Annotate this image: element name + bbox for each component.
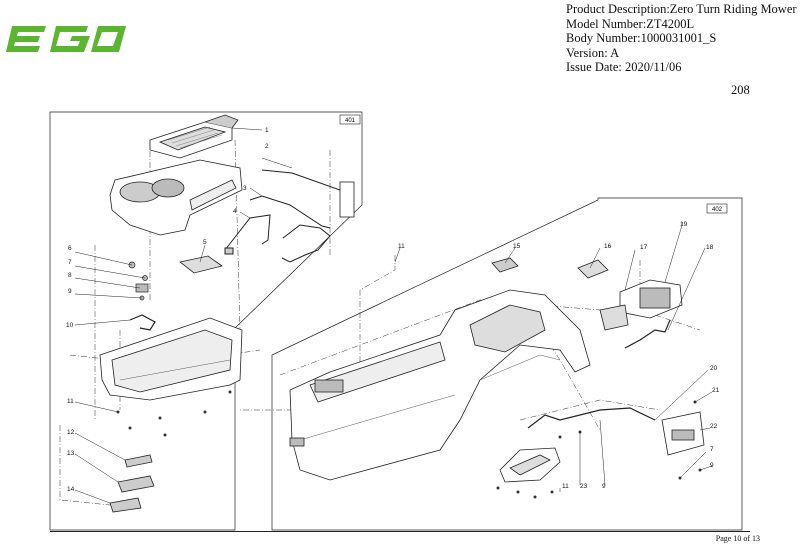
callout-16: 16 (604, 243, 612, 250)
svg-text:401: 401 (345, 118, 356, 124)
product-description: Product Description:Zero Turn Riding Mow… (566, 2, 797, 16)
callout-3: 3 (243, 185, 247, 192)
callout-7: 7 (68, 259, 72, 266)
assembly-402-frame (271, 197, 743, 531)
callout-8: 8 (68, 272, 72, 279)
callout-13: 13 (67, 450, 75, 457)
callout-9-right: 9 (710, 462, 714, 469)
part-23-bracket (499, 447, 561, 483)
part-tray-housing (99, 317, 243, 401)
diagram-page-number: 208 (731, 83, 750, 97)
part-12-13-14-components (109, 454, 155, 513)
assembly-402-label: 402 (706, 203, 728, 214)
callout-18: 18 (706, 244, 714, 251)
callout-1: 1 (265, 127, 269, 134)
callout-9: 9 (68, 288, 72, 295)
document-header: Product Description:Zero Turn Riding Mow… (566, 2, 797, 75)
part-6-7-8-9-hardware (128, 261, 149, 301)
part-10-cable (129, 314, 156, 331)
callout-14: 14 (67, 486, 75, 493)
part-17-19-control-module (599, 279, 683, 331)
callout-12: 12 (67, 429, 75, 436)
assembly-401-label: 401 (339, 114, 361, 125)
trademark: ™ (122, 26, 126, 31)
callout-10: 10 (66, 322, 74, 329)
callout-15: 15 (513, 243, 521, 250)
part-rear-body-fender (289, 289, 591, 481)
callout-11-left: 11 (67, 398, 74, 405)
callout-17: 17 (640, 244, 648, 251)
version: Version: A (566, 45, 620, 60)
part-16-bracket (577, 259, 609, 279)
part-20-cable (527, 407, 656, 429)
screws-401 (116, 390, 232, 437)
part-4-cable (224, 214, 331, 263)
part-22-switch-plate (661, 411, 705, 456)
callout-5: 5 (203, 239, 207, 246)
callout-2: 2 (265, 143, 269, 150)
page-indicator: Page 10 of 13 (715, 534, 760, 543)
part-3-cable (249, 195, 331, 229)
body-number: Body Number:1000031001_S (566, 31, 717, 46)
callout-22: 22 (710, 423, 718, 430)
ego-logo: ™ (6, 26, 126, 52)
callout-21: 21 (712, 387, 720, 394)
callout-7-right: 7 (710, 446, 714, 453)
callout-11-bottom: 11 (562, 483, 569, 490)
model-number: Model Number:ZT4200L (566, 16, 695, 31)
callout-11-top: 11 (398, 243, 405, 250)
part-console-housing (109, 159, 243, 236)
callout-23: 23 (580, 483, 588, 490)
part-5-bracket (179, 255, 223, 274)
svg-text:402: 402 (712, 207, 723, 213)
part-2-cable (261, 169, 355, 218)
callout-19: 19 (680, 221, 688, 228)
ego-logo-mark (6, 26, 126, 52)
footer-rule (50, 531, 750, 532)
callout-6: 6 (68, 245, 72, 252)
part-15-pad (491, 257, 519, 273)
callout-4: 4 (233, 208, 237, 215)
callout-9-bottom: 9 (602, 483, 606, 490)
callout-20: 20 (710, 365, 718, 372)
issue-date: Issue Date: 2020/11/06 (566, 60, 682, 75)
part-18-cable (624, 319, 671, 349)
part-1-top-cover (149, 114, 239, 159)
